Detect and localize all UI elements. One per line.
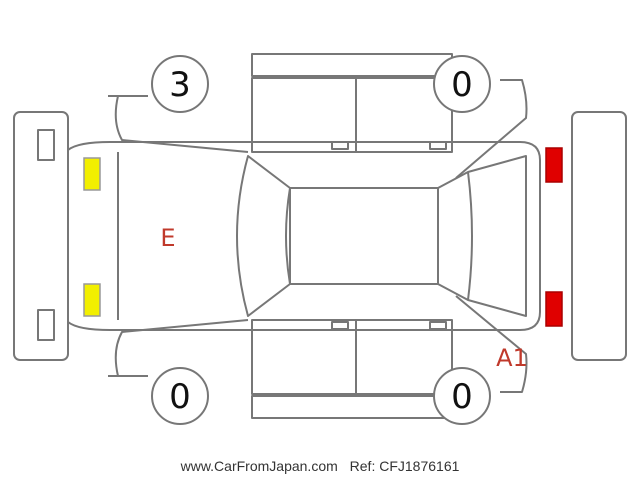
damage-mark-rear-quarter: A1 bbox=[496, 344, 528, 372]
rear-window bbox=[437, 171, 473, 301]
roof-rail-bottom bbox=[251, 395, 453, 419]
footer-site: www.CarFromJapan.com bbox=[180, 458, 338, 474]
left-side-panel-top bbox=[108, 95, 249, 153]
rear-lamp-top bbox=[545, 147, 563, 183]
tire-rear-right: 0 bbox=[433, 367, 491, 425]
left-side-panel-bottom bbox=[108, 319, 249, 377]
footer-ref: Ref: CFJ1876161 bbox=[349, 458, 460, 474]
roof-panel bbox=[289, 187, 439, 285]
windshield bbox=[236, 155, 291, 317]
tire-rear-left-value: 0 bbox=[169, 377, 191, 417]
front-door-top bbox=[251, 77, 357, 153]
front-bumper-detail-bottom bbox=[37, 309, 55, 341]
front-lamp-bottom bbox=[83, 283, 101, 317]
tire-front-left: 3 bbox=[151, 55, 209, 113]
front-bumper bbox=[13, 111, 69, 361]
roof-rail-top bbox=[251, 53, 453, 77]
right-side-panel-bottom bbox=[455, 295, 528, 393]
rear-door-bottom bbox=[355, 319, 453, 395]
footer: www.CarFromJapan.com Ref: CFJ1876161 bbox=[0, 458, 640, 474]
door-handle-front-top bbox=[331, 141, 349, 150]
tire-front-left-value: 3 bbox=[169, 65, 191, 105]
rear-door-top bbox=[355, 77, 453, 153]
door-handle-front-bottom bbox=[331, 321, 349, 330]
tire-front-right-value: 0 bbox=[451, 65, 473, 105]
front-door-bottom bbox=[251, 319, 357, 395]
trunk-lid bbox=[467, 155, 527, 317]
damage-mark-hood: E bbox=[160, 224, 175, 252]
rear-lamp-bottom bbox=[545, 291, 563, 327]
rear-bumper bbox=[571, 111, 627, 361]
front-lamp-top bbox=[83, 157, 101, 191]
tire-front-right: 0 bbox=[433, 55, 491, 113]
car-body-outline bbox=[67, 141, 541, 331]
door-handle-rear-top bbox=[429, 141, 447, 150]
door-handle-rear-bottom bbox=[429, 321, 447, 330]
tire-rear-right-value: 0 bbox=[451, 377, 473, 417]
front-bumper-detail-top bbox=[37, 129, 55, 161]
tire-rear-left: 0 bbox=[151, 367, 209, 425]
right-side-panel-top bbox=[455, 79, 528, 179]
